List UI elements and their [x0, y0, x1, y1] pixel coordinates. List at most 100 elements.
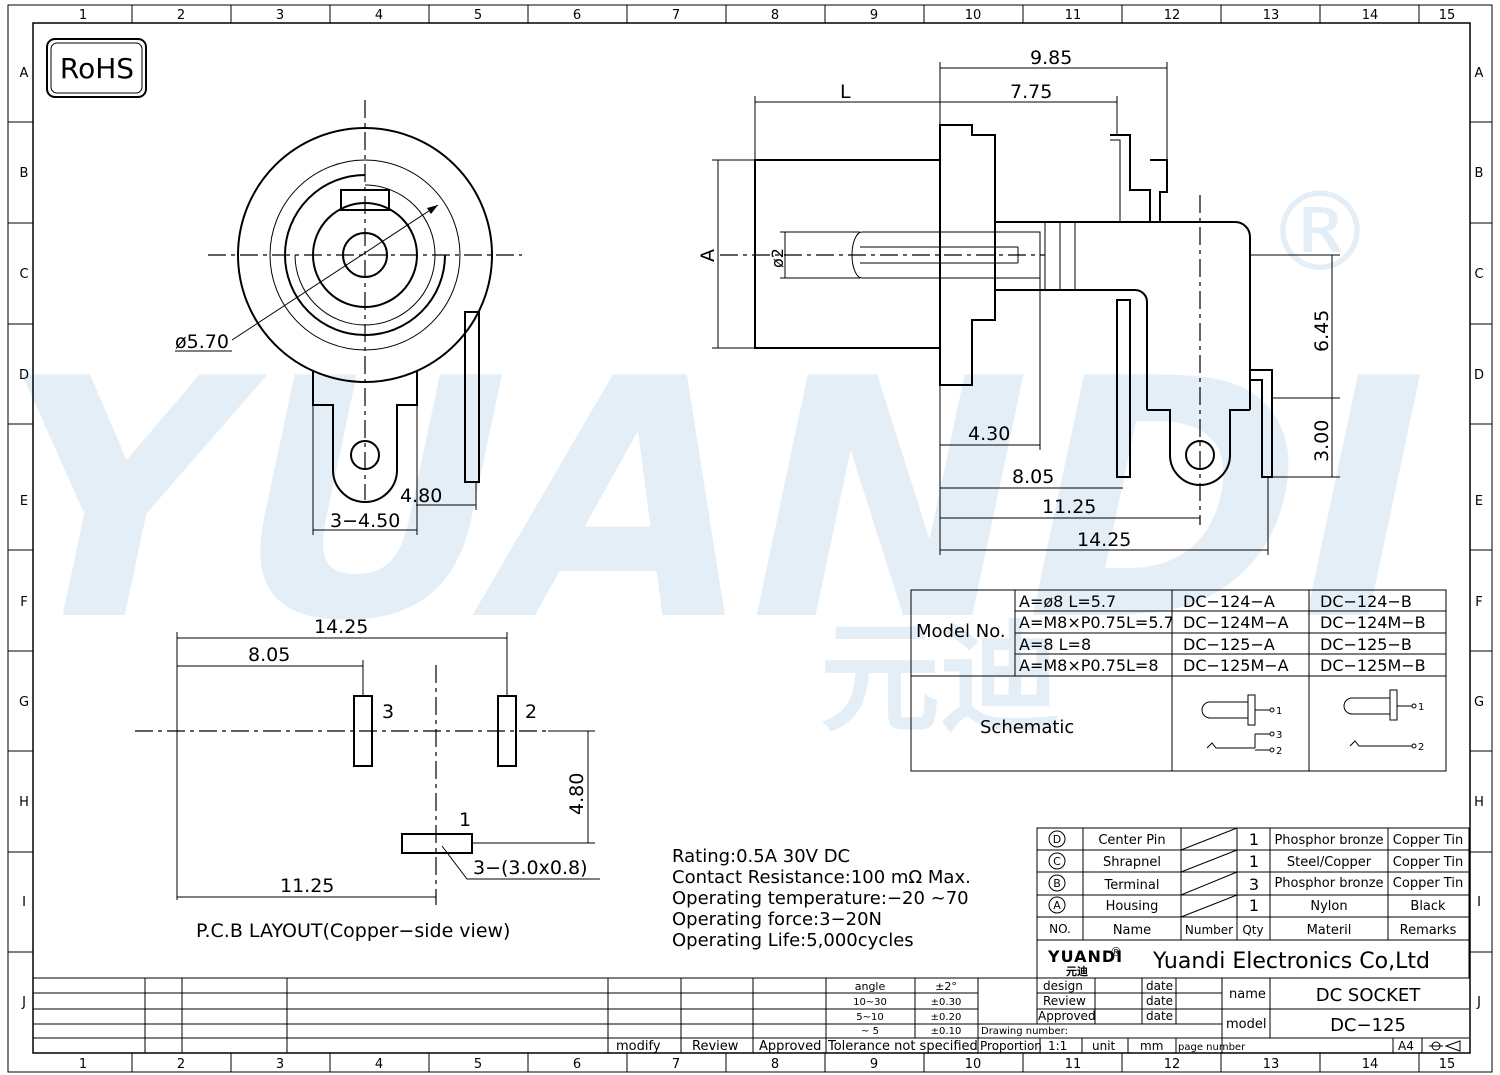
name-label: name — [1229, 987, 1266, 1002]
rohs-text: RoHS — [60, 52, 134, 85]
revision-modify: modify — [616, 1039, 661, 1054]
dim-L: L — [840, 81, 851, 103]
unit-value: mm — [1140, 1039, 1163, 1053]
dim-9-85: 9.85 — [1030, 47, 1072, 69]
model-code-b: DC−124−B — [1320, 592, 1412, 611]
revision-approved: Approved — [759, 1039, 821, 1054]
col-label: 8 — [771, 8, 779, 23]
tolerance-range: 10~30 — [853, 997, 887, 1008]
col-label: 5 — [474, 1057, 482, 1072]
model-table: Model No. A=ø8 L=5.7 DC−124−A DC−124−B A… — [910, 589, 1447, 772]
bom-qty: 1 — [1249, 830, 1259, 849]
col-label: 10 — [965, 1057, 982, 1072]
bom-mark: D — [1053, 833, 1061, 846]
bom-header-name: Name — [1113, 923, 1151, 938]
model-code-b: DC−125M−B — [1320, 656, 1426, 675]
revision-review: Review — [692, 1039, 739, 1054]
model-variant: A=8 L=8 — [1019, 635, 1091, 654]
schematic-b: 1 2 — [1343, 689, 1424, 753]
schematic-pin-2: 2 — [1418, 742, 1424, 753]
col-label: 3 — [276, 8, 284, 23]
pcb-layout: 3 2 1 14.25 8.05 11.25 4.80 3−(3.0x0.8) … — [135, 616, 600, 942]
company-logo-registered: ® — [1110, 945, 1122, 959]
model-label: model — [1226, 1017, 1266, 1032]
design-label: design — [1043, 979, 1083, 993]
spec-list: Rating:0.5A 30V DC Contact Resistance:10… — [672, 846, 971, 951]
dim-7-75: 7.75 — [1010, 81, 1052, 103]
row-label: B — [1475, 166, 1484, 181]
grid-labels-bottom: 1 2 3 4 5 6 7 8 9 10 11 12 13 14 15 — [79, 1057, 1455, 1072]
dim-6-45: 6.45 — [1311, 310, 1333, 352]
col-label: 11 — [1065, 8, 1082, 23]
row-label: J — [1476, 995, 1481, 1010]
bom-header-number: Number — [1185, 923, 1233, 937]
pcb-dim-14-25: 14.25 — [314, 616, 368, 638]
model-code-a: DC−125M−A — [1183, 656, 1289, 675]
model-code-b: DC−124M−B — [1320, 613, 1426, 632]
bom-material: Phosphor bronze — [1274, 833, 1383, 848]
model-code-a: DC−124M−A — [1183, 613, 1289, 632]
proportion-value: 1:1 — [1048, 1039, 1067, 1053]
model-code-b: DC−125−B — [1320, 635, 1412, 654]
side-view: 9.85 L 7.75 A ø2 6.45 3.00 4.30 8.05 11.… — [697, 47, 1340, 555]
unit-label: unit — [1092, 1039, 1116, 1053]
col-label: 3 — [276, 1057, 284, 1072]
row-label: I — [22, 895, 26, 910]
col-label: 14 — [1362, 1057, 1379, 1072]
dim-14-25: 14.25 — [1077, 529, 1131, 551]
row-label: H — [19, 795, 29, 810]
col-label: 1 — [79, 8, 87, 23]
pad-label-3: 3 — [382, 701, 394, 723]
projection-symbol-icon — [1429, 1040, 1461, 1052]
pad-label-1: 1 — [459, 809, 471, 831]
pcb-dim-4-80: 4.80 — [566, 773, 588, 815]
pad-label-2: 2 — [525, 701, 537, 723]
bom-qty: 1 — [1249, 852, 1259, 871]
dim-8-05: 8.05 — [1012, 466, 1054, 488]
pcb-dim-8-05: 8.05 — [248, 644, 290, 666]
spec-force: Operating force:3−20N — [672, 909, 882, 930]
bom-remarks: Copper Tin — [1393, 833, 1463, 848]
company-banner: YUANDI ® 元迪 Yuandi Electronics Co,Ltd — [1036, 939, 1470, 979]
date-label: date — [1146, 994, 1173, 1008]
watermark-text: YUANDI — [0, 308, 1464, 693]
sheet-size: A4 — [1398, 1039, 1414, 1053]
col-label: 15 — [1439, 8, 1456, 23]
dim-11-25: 11.25 — [1042, 496, 1096, 518]
col-label: 12 — [1164, 8, 1181, 23]
col-label: 2 — [177, 8, 185, 23]
tolerance-range: ~ 5 — [861, 1026, 879, 1037]
bom-mark: A — [1053, 899, 1061, 912]
row-label: G — [19, 695, 29, 710]
company-name: Yuandi Electronics Co,Ltd — [1152, 949, 1430, 974]
col-label: 9 — [870, 8, 878, 23]
col-label: 10 — [965, 8, 982, 23]
dim-A: A — [697, 249, 719, 262]
col-label: 15 — [1439, 1057, 1456, 1072]
bom-name: Housing — [1106, 899, 1159, 914]
spec-contact-resistance: Contact Resistance:100 mΩ Max. — [672, 867, 971, 888]
approved-label: Approved — [1038, 1009, 1096, 1023]
col-label: 13 — [1263, 8, 1280, 23]
tolerance-value: ±0.10 — [931, 1026, 962, 1037]
title-block: modify Review Approved angle ±2° 10~30 ±… — [33, 977, 1469, 1054]
dim-3-4-50: 3−4.50 — [330, 510, 400, 532]
spec-rating: Rating:0.5A 30V DC — [672, 846, 850, 867]
col-label: 6 — [573, 1057, 581, 1072]
col-label: 7 — [672, 1057, 680, 1072]
model-code-a: DC−124−A — [1183, 592, 1275, 611]
pcb-dim-11-25: 11.25 — [280, 875, 334, 897]
tolerance-range: 5~10 — [856, 1012, 883, 1023]
col-label: 4 — [375, 8, 383, 23]
date-label: date — [1146, 979, 1173, 993]
row-label: B — [20, 166, 29, 181]
bom-mark: B — [1053, 877, 1061, 890]
bom-mark: C — [1053, 855, 1061, 868]
tolerance-footer: Tolerance not specified — [827, 1039, 978, 1054]
row-label: D — [19, 368, 29, 383]
grid-labels-left: A B C D E F G H I J — [19, 66, 29, 1010]
bom-material: Phosphor bronze — [1274, 876, 1383, 891]
watermark-registered: ® — [1265, 168, 1375, 296]
model-code-a: DC−125−A — [1183, 635, 1275, 654]
